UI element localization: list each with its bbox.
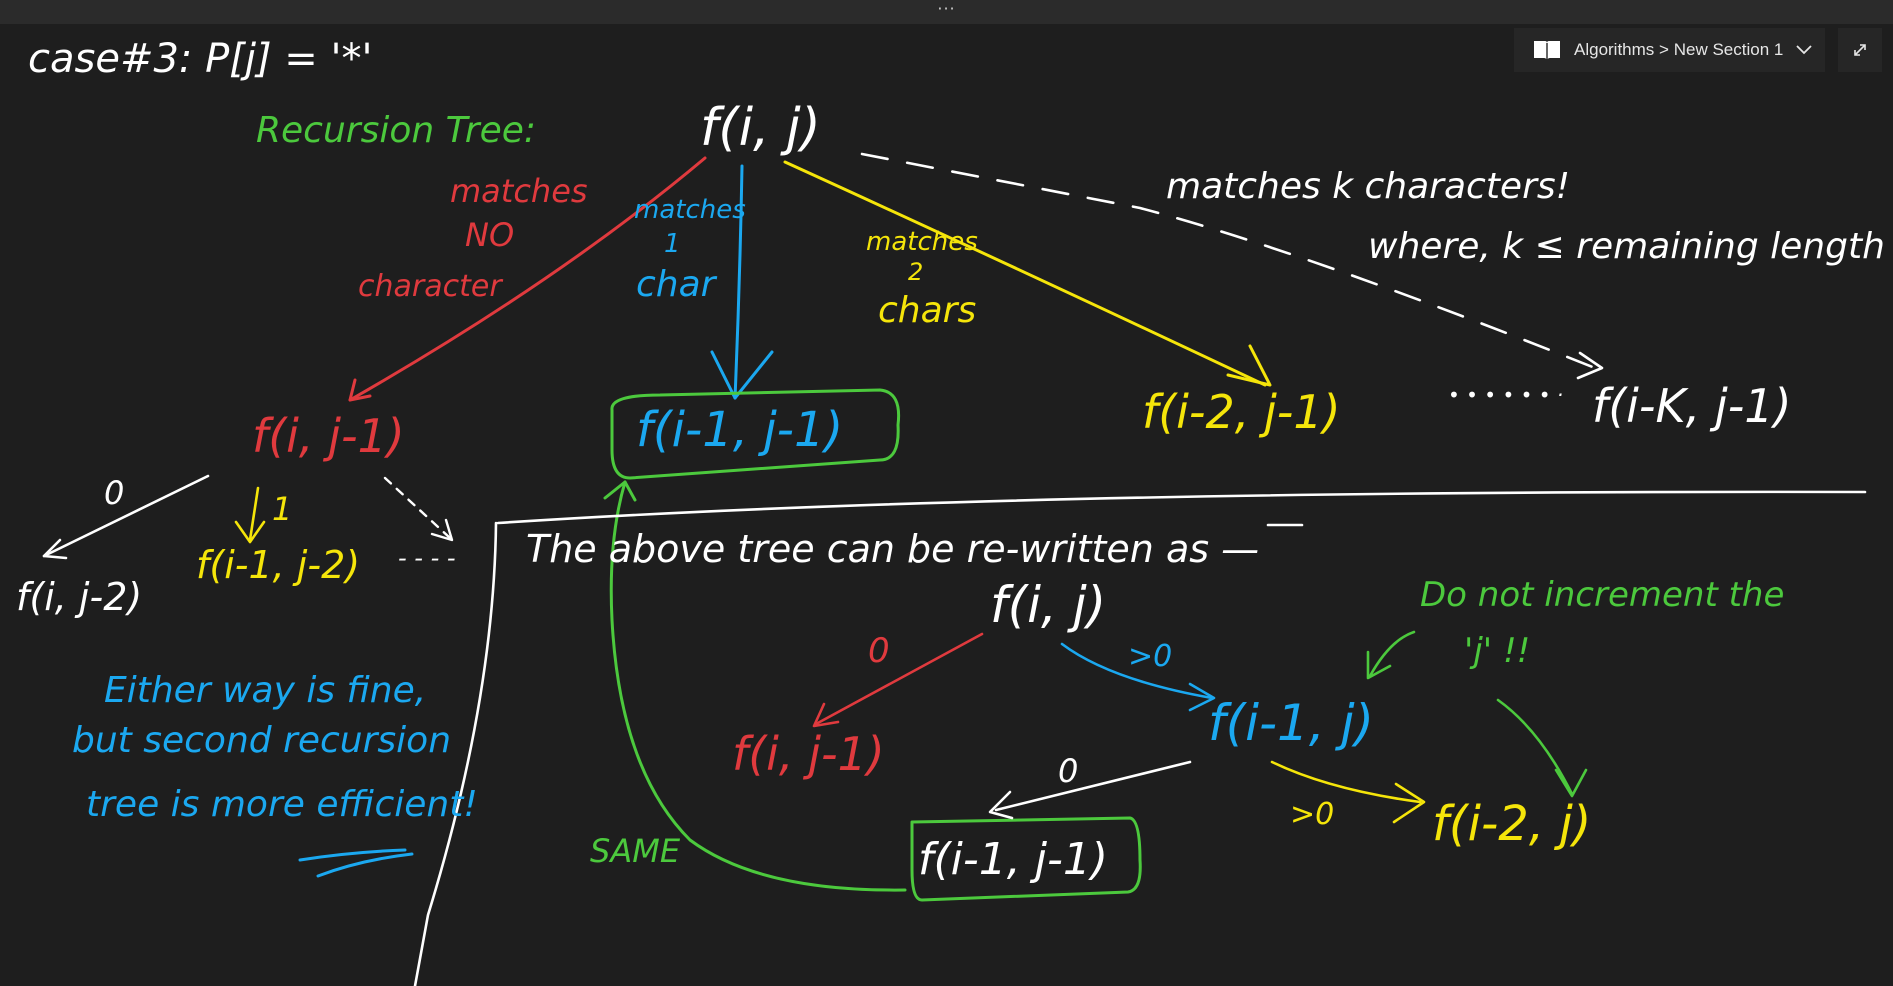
expand-icon (1854, 44, 1866, 56)
increment-note-arrowhead-1 (1366, 650, 1392, 680)
conclusion-underline (298, 848, 414, 878)
increment-note: Do not increment the (1420, 575, 1784, 615)
edge-two-char-arrow (783, 160, 1267, 387)
edge-gc-dots (383, 476, 452, 540)
child-one-char: f(i-1, j-1) (636, 402, 843, 458)
k-condition-label: where, k ≤ remaining length (1368, 226, 1885, 267)
edge-none-label-1: matches (450, 172, 588, 210)
tree2-label-gt0: >0 (1128, 639, 1172, 674)
notebook-icon (1534, 41, 1560, 60)
tree2-root: f(i, j) (990, 576, 1106, 634)
edge-none-label-2: NO (465, 216, 514, 254)
increment-note-arrow-2 (1496, 698, 1574, 796)
tree2-edge-left (814, 632, 984, 726)
edge-no-char-arrowhead (348, 378, 372, 402)
rewrite-text: The above tree can be re-written as — (526, 527, 1259, 571)
tree2-rl-label-zero: 0 (1058, 752, 1078, 790)
same-connector-arrow (609, 480, 907, 892)
tree2-edge-left-arrowhead (812, 702, 840, 728)
green-box-top (610, 388, 901, 480)
gc-label-one: 1 (272, 490, 292, 528)
child-k-dots: • • • • • • · (1448, 383, 1563, 407)
breadcrumb-notebook[interactable]: Algorithms (1574, 40, 1655, 59)
tree2-left: f(i, j-1) (732, 727, 885, 781)
window-top-bar: ··· (0, 0, 1893, 24)
expand-button[interactable] (1838, 28, 1882, 72)
edge-none-label-3: character (358, 269, 503, 304)
child-k-char: f(i-K, j-1) (1592, 379, 1792, 433)
gc-zero: f(i, j-2) (16, 575, 142, 619)
tree2-right: f(i-1, j) (1208, 694, 1374, 752)
edge-one-char-arrow (733, 164, 744, 400)
edge-one-char-arrowhead (710, 350, 774, 400)
drag-handle[interactable]: ··· (937, 0, 956, 18)
tree2-rl-edge-arrowhead (988, 790, 1014, 820)
ink-canvas[interactable] (0, 24, 1893, 986)
same-label: SAME (590, 832, 681, 870)
edge-two-char-arrowhead (1226, 344, 1272, 387)
tree2-edge-right (1060, 642, 1214, 700)
edge-no-char-arrow (348, 156, 707, 402)
edge-one-label-1: matches (634, 195, 746, 225)
conclusion-line-1: Either way is fine, (104, 670, 426, 711)
conclusion-line-2: but second recursion (72, 720, 451, 761)
edge-two-label-1: matches (866, 227, 978, 257)
recursion-tree-label: Recursion Tree: (256, 110, 536, 151)
edge-k-char-dashed-arrow (860, 152, 1597, 370)
gc-dots: - - - - (398, 544, 456, 572)
tree1-root: f(i, j) (700, 98, 821, 158)
edge-gc-one (248, 486, 260, 542)
child-no-char: f(i, j-1) (252, 409, 405, 463)
increment-note-2: 'j' !! (1464, 631, 1530, 671)
tree2-rr-edge-arrowhead (1392, 782, 1426, 824)
gc-label-zero: 0 (104, 474, 124, 512)
chevron-down-icon[interactable] (1795, 41, 1813, 59)
conclusion-line-3: tree is more efficient! (86, 784, 478, 825)
edge-gc-dots-arrowhead (430, 518, 454, 542)
breadcrumb-separator: > (1659, 40, 1669, 59)
divider-vertical (413, 521, 498, 986)
edge-gc-one-arrowhead (234, 520, 266, 544)
divider-horizontal (496, 490, 1867, 525)
tree2-rr: f(i-2, j) (1432, 796, 1591, 852)
increment-note-arrowhead-2 (1554, 768, 1588, 798)
breadcrumb-section[interactable]: New Section 1 (1673, 40, 1784, 59)
tree2-edge-right-arrowhead (1188, 682, 1216, 712)
tree2-rl-edge (994, 760, 1192, 812)
edge-two-label-3: chars (878, 290, 976, 331)
tree2-rr-label-gt0: >0 (1290, 797, 1334, 832)
edge-k-label: matches k characters! (1166, 166, 1570, 207)
tree2-rl: f(i-1, j-1) (918, 834, 1108, 885)
breadcrumb: Algorithms > New Section 1 (1574, 40, 1783, 60)
notebook-breadcrumb-button[interactable]: Algorithms > New Section 1 (1514, 28, 1825, 72)
edge-one-label-2: 1 (664, 229, 681, 259)
edge-two-label-2: 2 (908, 258, 923, 286)
case-title: case#3: P[j] = '*' (28, 36, 373, 82)
child-two-char: f(i-2, j-1) (1142, 385, 1341, 439)
edge-gc-zero-arrowhead (42, 538, 68, 560)
tree2-rr-edge (1270, 760, 1422, 804)
green-box-bottom (910, 816, 1142, 902)
same-connector-arrowhead (603, 480, 637, 502)
gc-one: f(i-1, j-2) (196, 543, 360, 587)
edge-k-char-arrowhead (1576, 351, 1604, 380)
edge-one-label-3: char (636, 264, 718, 305)
edge-gc-zero (42, 474, 210, 558)
increment-note-arrow-1 (1368, 630, 1416, 678)
tree2-label-zero: 0 (868, 631, 890, 671)
